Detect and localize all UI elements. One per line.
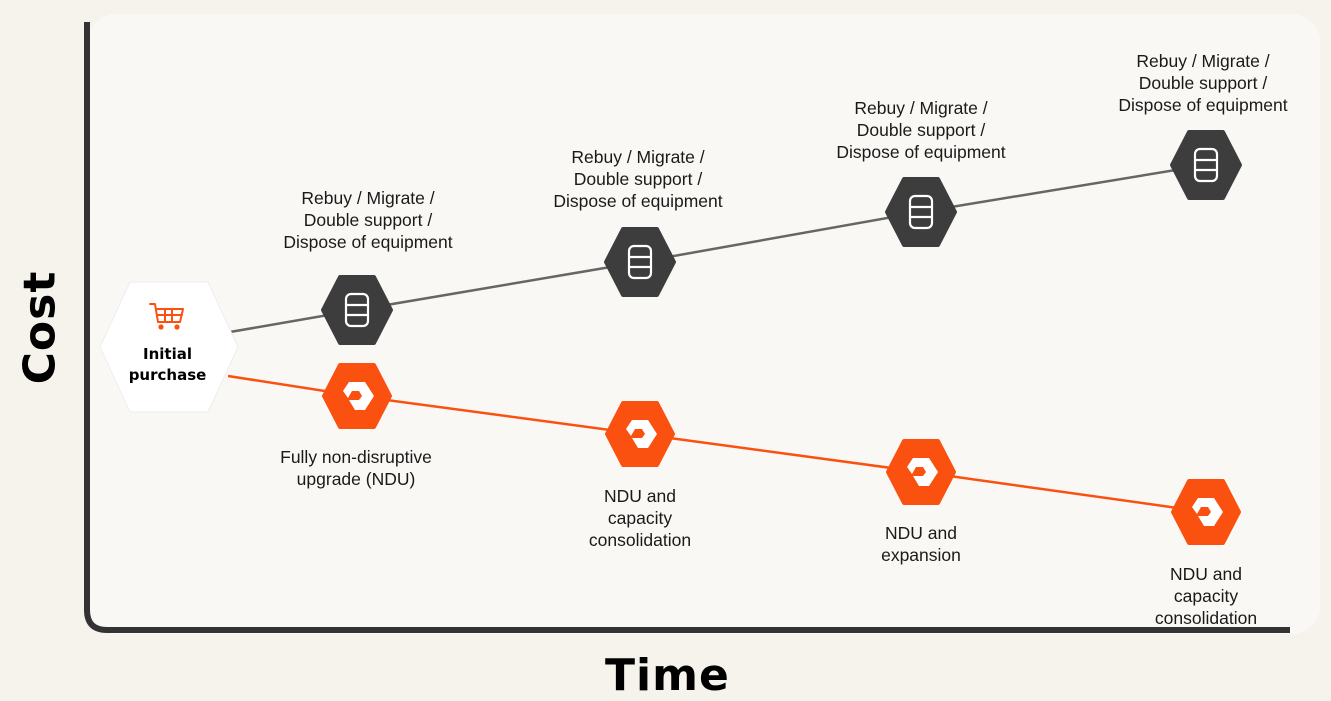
initial-purchase-label: Initial purchase (128, 345, 207, 384)
evergreen-caption-3: NDU and expansion (881, 523, 961, 565)
evergreen-node-3 (886, 439, 956, 505)
traditional-caption-2: Rebuy / Migrate / Double support / Dispo… (553, 147, 723, 211)
shopping-cart-icon (149, 303, 184, 330)
storage-array-icon (344, 292, 370, 328)
traditional-node-3 (885, 177, 957, 247)
traditional-caption-3: Rebuy / Migrate / Double support / Dispo… (836, 98, 1006, 162)
evergreen-caption-1: Fully non-disruptive upgrade (NDU) (280, 447, 432, 489)
diagram-canvas (84, 22, 1290, 633)
axis-lines (84, 22, 1290, 633)
traditional-node-2 (604, 227, 676, 297)
traditional-caption-1: Rebuy / Migrate / Double support / Dispo… (283, 188, 453, 252)
evergreen-node-1 (322, 363, 392, 429)
initial-purchase-node (99, 281, 239, 413)
pure-logo-icon (343, 382, 374, 410)
pure-logo-icon (626, 420, 657, 448)
traditional-node-4 (1170, 130, 1242, 200)
traditional-node-1 (321, 275, 393, 345)
y-axis-label: Cost (14, 270, 66, 385)
traditional-caption-4: Rebuy / Migrate / Double support / Dispo… (1118, 51, 1288, 115)
pure-logo-icon (1192, 498, 1223, 526)
storage-array-icon (908, 194, 934, 230)
evergreen-node-2 (605, 401, 675, 467)
evergreen-node-4 (1171, 479, 1241, 545)
evergreen-caption-2: NDU and capacity consolidation (588, 486, 692, 550)
storage-array-icon (627, 244, 653, 280)
storage-array-icon (1193, 147, 1219, 183)
evergreen-caption-4: NDU and capacity consolidation (1154, 564, 1258, 628)
diagram-panel (88, 14, 1320, 634)
pure-logo-icon (907, 458, 938, 486)
x-axis-label: Time (605, 650, 730, 701)
